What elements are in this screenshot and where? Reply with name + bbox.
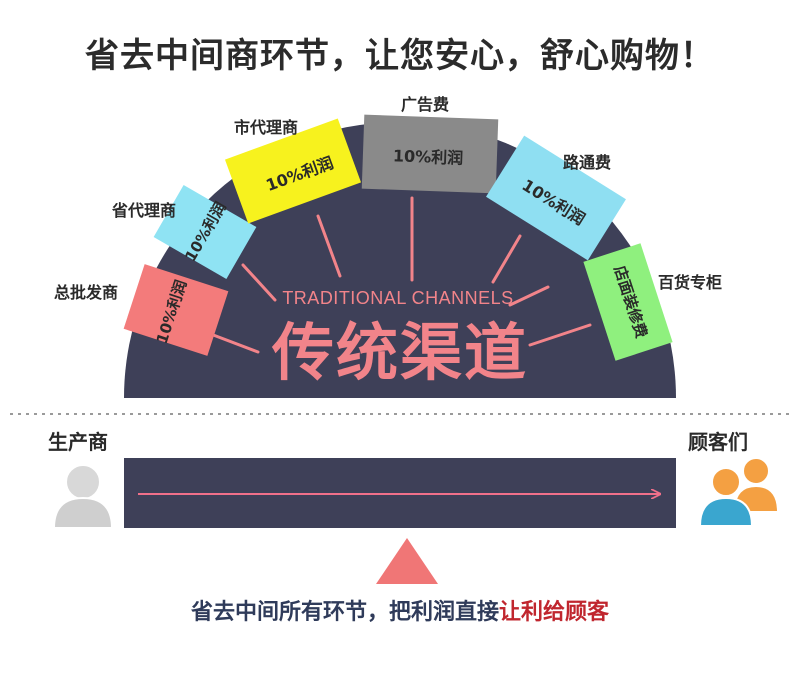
customers-group-icon [698,457,780,527]
arch-title-en: TRADITIONAL CHANNELS [282,288,513,308]
arch-spokes [206,196,592,354]
arch-segment-province-agent: 10%利润 [153,185,257,279]
segment-label-city-agent: 市代理商 [234,118,298,137]
arch-segment-wholesaler: 10%利润 [123,264,229,356]
segment-block [153,185,257,279]
footer-text-highlight: 让利给顾客 [499,600,610,625]
segment-block [583,243,673,361]
arch-segment-city-agent: 10%利润 [224,118,362,224]
segment-block [361,114,499,194]
segment-label-department-store: 百货专柜 [658,273,722,292]
arch-segment-advertising: 10%利润 [361,114,499,194]
segment-block [486,135,626,261]
arch-title-cn: 传统渠道 [271,316,528,389]
segment-label-advertising: 广告费 [401,95,449,114]
segment-block [224,118,362,224]
pointer-triangle [376,538,438,584]
footer-text-plain: 省去中间所有环节，把利润直接 [190,600,499,625]
producer-person-icon [52,464,114,529]
footer-note: 省去中间所有环节，把利润直接让利给顾客 [0,594,800,626]
segment-tag: 10%利润 [393,146,464,167]
segment-label-wholesaler: 总批发商 [54,283,118,302]
segment-block [123,264,229,356]
arch-segment-road-fee: 10%利润 [486,135,626,261]
segment-label-province-agent: 省代理商 [111,201,176,220]
customers-label: 顾客们 [688,430,748,454]
arch-segment-department-store: 店面装修费 [583,243,673,361]
producer-label: 生产商 [48,430,108,454]
segment-label-road-fee: 路通费 [563,153,611,172]
headline: 省去中间商环节，让您安心，舒心购物！ [85,36,715,76]
